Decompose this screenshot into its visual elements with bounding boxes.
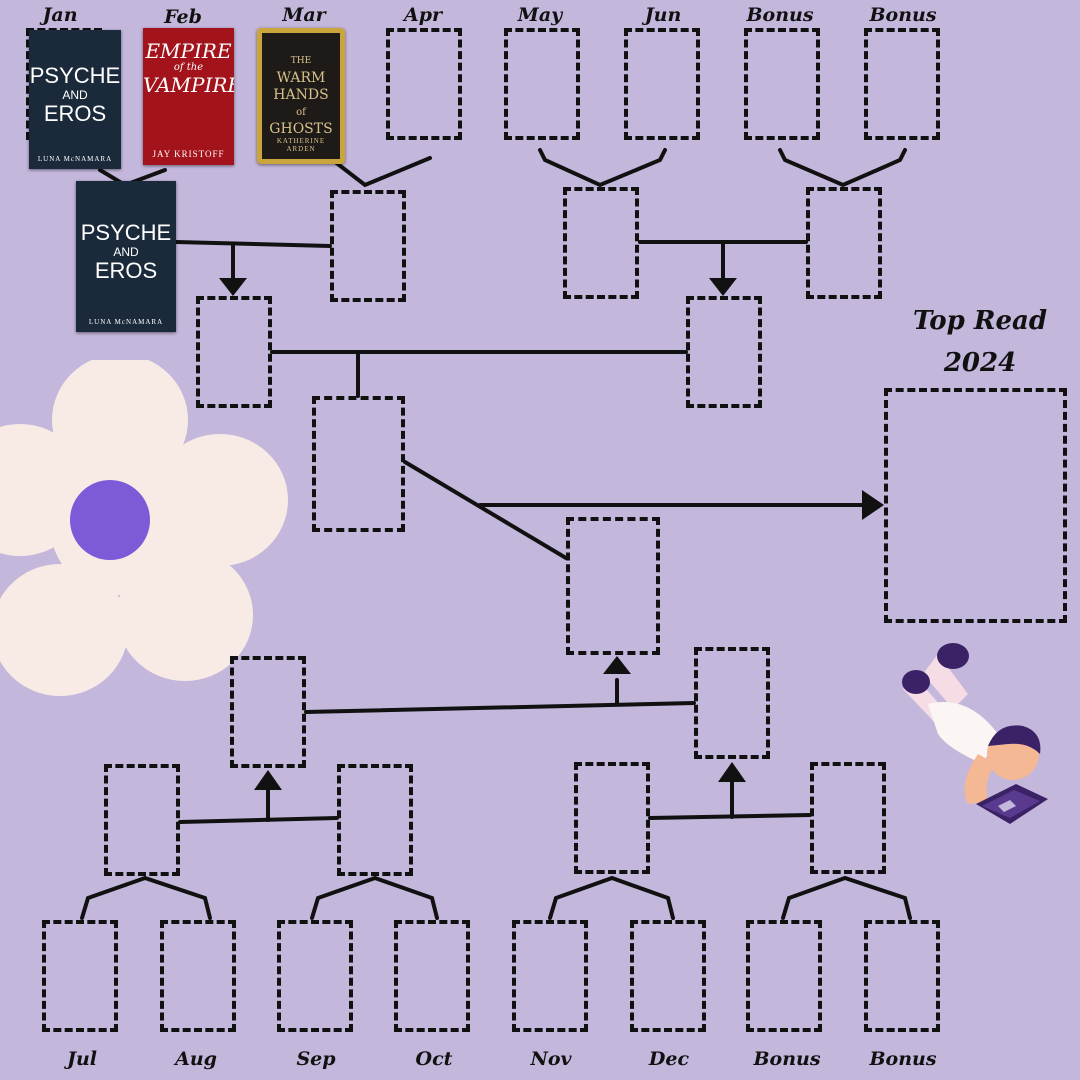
slot-aug[interactable] <box>160 920 236 1032</box>
slot-bottom-bonus-1[interactable] <box>746 920 822 1032</box>
slot-r2-right[interactable] <box>686 296 762 408</box>
label-bottom-3: Sep <box>296 1048 336 1070</box>
book-author: LUNA McNAMARA <box>37 155 113 163</box>
slot-r1-jul-aug[interactable] <box>104 764 180 876</box>
slot-r1-bonus[interactable] <box>806 187 882 299</box>
book-cover-round1-winner[interactable]: PSYCHE AND EROS LUNA McNAMARA <box>76 181 176 332</box>
slot-oct[interactable] <box>394 920 470 1032</box>
slot-semifinal-bottom[interactable] <box>566 517 660 655</box>
slot-jun[interactable] <box>624 28 700 140</box>
book-title-line: PSYCHE <box>29 63 121 88</box>
slot-r1-may-jun[interactable] <box>563 187 639 299</box>
slot-top-read[interactable] <box>884 388 1067 623</box>
book-title-line: WARM <box>276 70 326 86</box>
label-top-8: Bonus <box>869 4 937 26</box>
label-bottom-4: Oct <box>415 1048 453 1070</box>
book-title-line: HANDS <box>273 87 329 103</box>
title-line-1: Top Read <box>912 306 1048 336</box>
slot-bottom-bonus-2[interactable] <box>864 920 940 1032</box>
slot-r1-sep-oct[interactable] <box>337 764 413 876</box>
slot-bonus-1[interactable] <box>744 28 820 140</box>
book-title-line: EROS <box>94 258 158 283</box>
book-title-line: AND <box>62 88 88 102</box>
slot-r2-bottom-right[interactable] <box>694 647 770 759</box>
slot-dec[interactable] <box>630 920 706 1032</box>
label-top-5: May <box>517 4 563 26</box>
book-author: LUNA McNAMARA <box>88 318 164 326</box>
slot-apr[interactable] <box>386 28 462 140</box>
book-cover-mar[interactable]: THE WARM HANDS of GHOSTS KATHERINE ARDEN <box>257 28 345 164</box>
slot-sep[interactable] <box>277 920 353 1032</box>
label-top-6: Jun <box>644 4 682 26</box>
book-cover-jan[interactable]: PSYCHE AND EROS LUNA McNAMARA <box>29 30 121 169</box>
book-cover-feb[interactable]: EMPIRE of the VAMPIRE JAY KRISTOFF <box>143 28 234 165</box>
flower-icon <box>0 360 288 696</box>
book-title-line: of the <box>173 62 204 73</box>
book-author: KATHERINE ARDEN <box>276 137 326 153</box>
slot-may[interactable] <box>504 28 580 140</box>
slot-bonus-2[interactable] <box>864 28 940 140</box>
label-bottom-7: Bonus <box>753 1048 821 1070</box>
label-bottom-8: Bonus <box>869 1048 937 1070</box>
slot-r1-nov-dec[interactable] <box>574 762 650 874</box>
slot-r2-left[interactable] <box>196 296 272 408</box>
book-title-line: EROS <box>43 101 107 126</box>
label-bottom-1: Jul <box>66 1048 98 1070</box>
book-title-line: PSYCHE <box>80 220 172 245</box>
child-reading-icon <box>902 643 1048 824</box>
slot-r1-bottom-bonus[interactable] <box>810 762 886 874</box>
slot-r2-bottom-left[interactable] <box>230 656 306 768</box>
page-title: Top Read 2024 <box>880 300 1080 384</box>
title-line-2: 2024 <box>943 348 1017 378</box>
label-bottom-2: Aug <box>175 1048 217 1070</box>
book-title-line: of <box>296 107 306 118</box>
label-top-4: Apr <box>403 4 443 26</box>
slot-semifinal-top[interactable] <box>312 396 405 532</box>
book-title-line: GHOSTS <box>269 121 333 137</box>
label-top-7: Bonus <box>746 4 814 26</box>
slot-r1-mar-apr[interactable] <box>330 190 406 302</box>
book-title-line: EMPIRE <box>145 39 232 63</box>
slot-nov[interactable] <box>512 920 588 1032</box>
label-top-3: Mar <box>282 4 326 26</box>
slot-jul[interactable] <box>42 920 118 1032</box>
book-author: JAY KRISTOFF <box>152 149 225 159</box>
book-title-line: THE <box>290 56 312 66</box>
label-top-2: Feb <box>164 6 202 28</box>
book-title-line: AND <box>113 245 139 259</box>
label-top-1: Jan <box>42 4 78 26</box>
book-title-line: VAMPIRE <box>143 73 234 97</box>
label-bottom-6: Dec <box>648 1048 690 1070</box>
label-bottom-5: Nov <box>530 1048 572 1070</box>
